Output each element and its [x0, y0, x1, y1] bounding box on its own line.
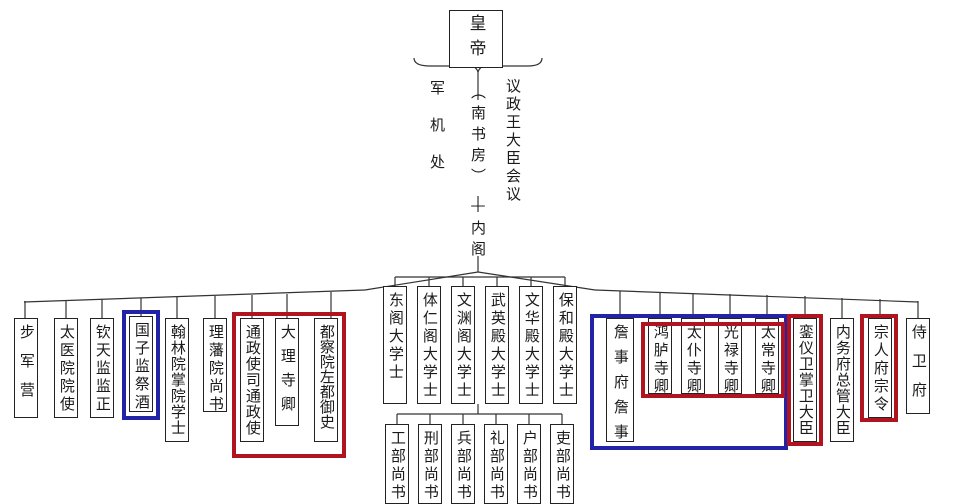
office-label: 钦天监监正: [93, 324, 112, 414]
emperor-label: 皇帝: [465, 14, 486, 64]
office-label: 銮仪卫掌卫大臣: [796, 324, 815, 436]
office-taichangsi: 太常寺卿: [755, 318, 779, 396]
office-dalisi: 大理寺卿: [275, 318, 299, 426]
office-label: 理藩院尚书: [206, 324, 225, 414]
office-label: 太仆寺卿: [684, 324, 703, 396]
office-zhanshifu: 詹事府詹事: [606, 318, 634, 449]
office-taiyiyuan: 太医院院使: [54, 318, 78, 418]
ministry-label: 工部尚书: [388, 430, 407, 502]
emperor-box: 皇帝: [449, 10, 503, 68]
gs-label: 保和殿大学士: [556, 292, 575, 400]
office-luanyiwei: 銮仪卫掌卫大臣: [793, 318, 817, 442]
office-tongzhengsi: 通政使司通政使: [240, 318, 264, 442]
ministry-libu-personnel: 吏部尚书: [550, 424, 574, 504]
ministry-gongbu: 工部尚书: [385, 424, 409, 504]
office-neiwufu: 内务府总管大臣: [830, 318, 854, 442]
office-label: 大理寺卿: [278, 324, 297, 420]
nanshufang-label: （南书房）: [469, 84, 487, 189]
gs-wenhuadian: 文华殿大学士: [519, 286, 543, 404]
office-lifanyuan: 理藩院尚书: [203, 318, 227, 414]
gs-label: 文华殿大学士: [522, 292, 541, 400]
office-label: 光禄寺卿: [721, 324, 740, 396]
office-bujunying: 步军营: [14, 318, 38, 418]
gs-baohedian: 保和殿大学士: [553, 286, 577, 404]
neige-label: —内阁: [469, 196, 487, 262]
gs-dongge: 东阁大学士: [383, 286, 407, 404]
office-label: 步军营: [17, 324, 36, 411]
gs-tirenge: 体仁阁大学士: [417, 286, 441, 404]
office-qintianjian: 钦天监监正: [90, 318, 114, 418]
ministry-libu-rites: 礼部尚书: [484, 424, 508, 504]
ministry-label: 礼部尚书: [487, 430, 506, 502]
office-label: 太常寺卿: [758, 324, 777, 396]
yizheng-label: 议政王大臣会议: [504, 78, 522, 204]
office-hanlinyuan: 翰林院掌院学士: [165, 318, 189, 442]
office-label: 侍卫府: [909, 324, 928, 411]
office-zongrenfu: 宗人府宗令: [868, 318, 892, 418]
office-label: 詹事府詹事: [611, 324, 630, 449]
ministry-xingbu: 刑部尚书: [418, 424, 442, 504]
ministry-label: 户部尚书: [520, 430, 539, 502]
office-honglusi: 鸿胪寺卿: [648, 318, 672, 396]
office-guanglusi: 光禄寺卿: [718, 318, 742, 396]
junjichu-label: 军机处: [428, 80, 446, 191]
office-label: 内务府总管大臣: [833, 324, 852, 436]
office-guozijian: 国子监祭酒: [129, 316, 153, 412]
office-label: 鸿胪寺卿: [651, 324, 670, 396]
office-duchayuan: 都察院左都御史: [314, 318, 338, 442]
ministry-hubu: 户部尚书: [517, 424, 541, 504]
gs-wenyuange: 文渊阁大学士: [451, 286, 475, 404]
office-label: 太医院院使: [57, 324, 76, 414]
gs-label: 武英殿大学士: [488, 292, 507, 400]
gs-label: 文渊阁大学士: [454, 292, 473, 400]
office-taipusi: 太仆寺卿: [681, 318, 705, 396]
ministry-bingbu: 兵部尚书: [451, 424, 475, 504]
gs-label: 东阁大学士: [386, 292, 405, 382]
gs-label: 体仁阁大学士: [420, 292, 439, 400]
office-label: 宗人府宗令: [871, 324, 890, 414]
office-label: 翰林院掌院学士: [168, 324, 187, 436]
office-shiweifu: 侍卫府: [906, 318, 930, 414]
office-label: 国子监祭酒: [132, 322, 151, 412]
ministry-label: 刑部尚书: [421, 430, 440, 502]
ministry-label: 吏部尚书: [553, 430, 572, 502]
gs-wuyingdian: 武英殿大学士: [485, 286, 509, 404]
office-label: 通政使司通政使: [243, 324, 262, 436]
office-label: 都察院左都御史: [317, 324, 336, 429]
ministry-label: 兵部尚书: [454, 430, 473, 502]
